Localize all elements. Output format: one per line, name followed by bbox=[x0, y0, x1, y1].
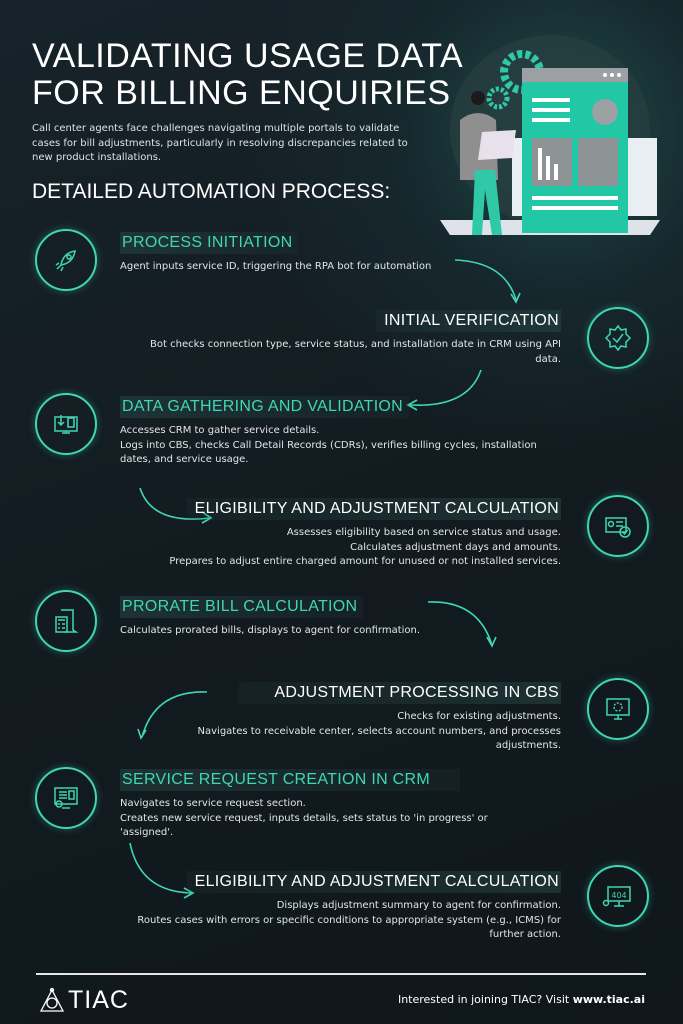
badge-check-icon bbox=[587, 307, 649, 369]
step-process-initiation: PROCESS INITIATION Agent inputs service … bbox=[120, 232, 560, 275]
download-monitor-icon bbox=[35, 393, 97, 455]
step-desc: Navigates to receivable center, selects … bbox=[197, 725, 561, 752]
logo-mark-icon bbox=[39, 987, 65, 1012]
title-line-1: VALIDATING USAGE DATA bbox=[32, 37, 464, 75]
arrow-7-8 bbox=[129, 842, 193, 894]
step-title: PRORATE BILL CALCULATION bbox=[120, 596, 364, 618]
form-monitor-icon bbox=[35, 767, 97, 829]
tiac-logo: TIAC bbox=[38, 986, 129, 1015]
step-title: ADJUSTMENT PROCESSING IN CBS bbox=[238, 682, 561, 704]
step-desc: Accesses CRM to gather service details. bbox=[120, 425, 320, 436]
svg-text:404: 404 bbox=[611, 891, 626, 900]
footer-cta: Interested in joining TIAC? Visit www.ti… bbox=[398, 993, 645, 1006]
hero-illustration bbox=[440, 35, 660, 235]
cta-text: Interested in joining TIAC? Visit bbox=[397, 993, 573, 1006]
step-desc: Assesses eligibility based on service st… bbox=[286, 527, 561, 538]
footer-divider bbox=[36, 973, 646, 975]
monitor-gear-icon bbox=[587, 678, 649, 740]
step-desc: Checks for existing adjustments. bbox=[397, 711, 561, 722]
step-title: DATA GATHERING AND VALIDATION bbox=[120, 396, 410, 418]
step-title: PROCESS INITIATION bbox=[120, 232, 299, 254]
intro-text: Call center agents face challenges navig… bbox=[32, 123, 408, 163]
step-desc: Bot checks connection type, service stat… bbox=[150, 339, 561, 365]
step-adjustment-processing: ADJUSTMENT PROCESSING IN CBS Checks for … bbox=[101, 682, 561, 754]
step-title: ELIGIBILITY AND ADJUSTMENT CALCULATION bbox=[186, 871, 561, 893]
step-desc: Navigates to service request section. bbox=[120, 798, 306, 809]
step-desc: Calculates adjustment days and amounts. bbox=[350, 541, 561, 553]
users-icon bbox=[592, 99, 618, 125]
step-desc: Prepares to adjust entire charged amount… bbox=[169, 556, 561, 567]
step-desc: Logs into CBS, checks Call Detail Record… bbox=[120, 439, 537, 466]
step-title: INITIAL VERIFICATION bbox=[376, 310, 561, 332]
error-404-icon: 404 bbox=[587, 865, 649, 927]
logo-text: TIAC bbox=[68, 986, 129, 1014]
arrow-1-2 bbox=[454, 259, 517, 301]
step-desc: Routes cases with errors or specific con… bbox=[137, 914, 561, 941]
step-eligibility-calculation: ELIGIBILITY AND ADJUSTMENT CALCULATION A… bbox=[101, 498, 561, 570]
step-initial-verification: INITIAL VERIFICATION Bot checks connecti… bbox=[101, 310, 561, 367]
gear-icon bbox=[486, 86, 510, 110]
step-desc: Creates new service request, inputs deta… bbox=[120, 812, 488, 839]
certificate-icon bbox=[587, 495, 649, 557]
title-line-2: FOR BILLING ENQUIRIES bbox=[32, 74, 451, 112]
arrow-6-7 bbox=[141, 691, 208, 738]
calculator-icon bbox=[35, 590, 97, 652]
section-heading: DETAILED AUTOMATION PROCESS: bbox=[32, 180, 391, 203]
step-service-request: SERVICE REQUEST CREATION IN CRM Navigate… bbox=[120, 769, 560, 841]
step-title: SERVICE REQUEST CREATION IN CRM bbox=[120, 769, 461, 791]
step-title: ELIGIBILITY AND ADJUSTMENT CALCULATION bbox=[186, 498, 561, 520]
arrow-5-6 bbox=[427, 601, 493, 646]
arrow-2-3 bbox=[409, 369, 482, 406]
step-data-gathering: DATA GATHERING AND VALIDATION Accesses C… bbox=[120, 396, 560, 468]
step-desc: Calculates prorated bills, displays to a… bbox=[120, 625, 421, 636]
step-eligibility-summary: ELIGIBILITY AND ADJUSTMENT CALCULATION D… bbox=[101, 871, 561, 943]
step-prorate-bill: PRORATE BILL CALCULATION Calculates pror… bbox=[120, 596, 560, 639]
rocket-icon bbox=[35, 229, 97, 291]
step-desc: Displays adjustment summary to agent for… bbox=[276, 900, 561, 911]
step-desc: Agent inputs service ID, triggering the … bbox=[120, 261, 432, 272]
website-link[interactable]: www.tiac.ai bbox=[572, 993, 645, 1006]
